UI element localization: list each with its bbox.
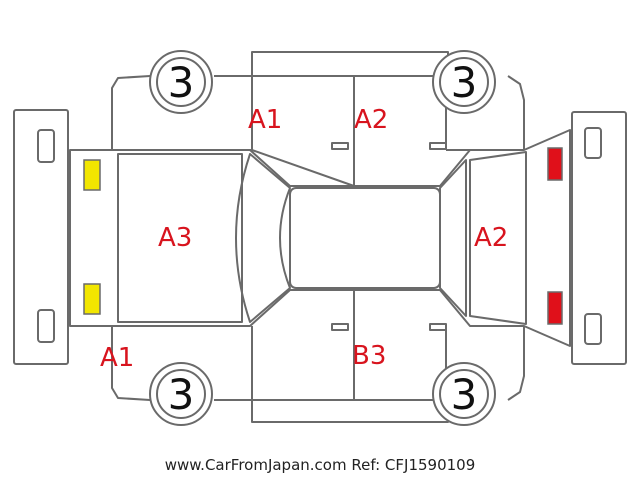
headlight-top-icon <box>83 159 101 191</box>
wheel-front-right-rating: 3 <box>168 370 195 419</box>
damage-rear-door-bottom: B3 <box>352 341 386 371</box>
damage-rear-door-top: A2 <box>354 105 388 135</box>
footer-site: www.CarFromJapan.com <box>164 456 347 474</box>
wheel-front-left-rating: 3 <box>168 58 195 107</box>
rear-bumper <box>571 111 627 365</box>
front-bumper <box>13 109 69 365</box>
headlight-bottom-icon <box>83 283 101 315</box>
wheel-front-right: 3 <box>149 362 213 426</box>
wheel-rear-left-rating: 3 <box>451 58 478 107</box>
wheel-rear-right-rating: 3 <box>451 370 478 419</box>
damage-tailgate: A2 <box>474 223 508 253</box>
footer-ref: Ref: CFJ1590109 <box>351 456 476 474</box>
wheel-front-left: 3 <box>149 50 213 114</box>
damage-front-corner-bottom: A1 <box>100 343 134 373</box>
headlights <box>83 159 101 315</box>
taillights <box>547 147 563 325</box>
damage-front-door-top: A1 <box>248 105 282 135</box>
top-view-body <box>69 129 571 347</box>
damage-hood: A3 <box>158 223 192 253</box>
taillight-top-icon <box>547 147 563 181</box>
wheel-rear-left: 3 <box>432 50 496 114</box>
right-side-body <box>111 290 525 423</box>
watermark-footer: www.CarFromJapan.com Ref: CFJ1590109 <box>0 456 640 474</box>
wheel-rear-right: 3 <box>432 362 496 426</box>
taillight-bottom-icon <box>547 291 563 325</box>
